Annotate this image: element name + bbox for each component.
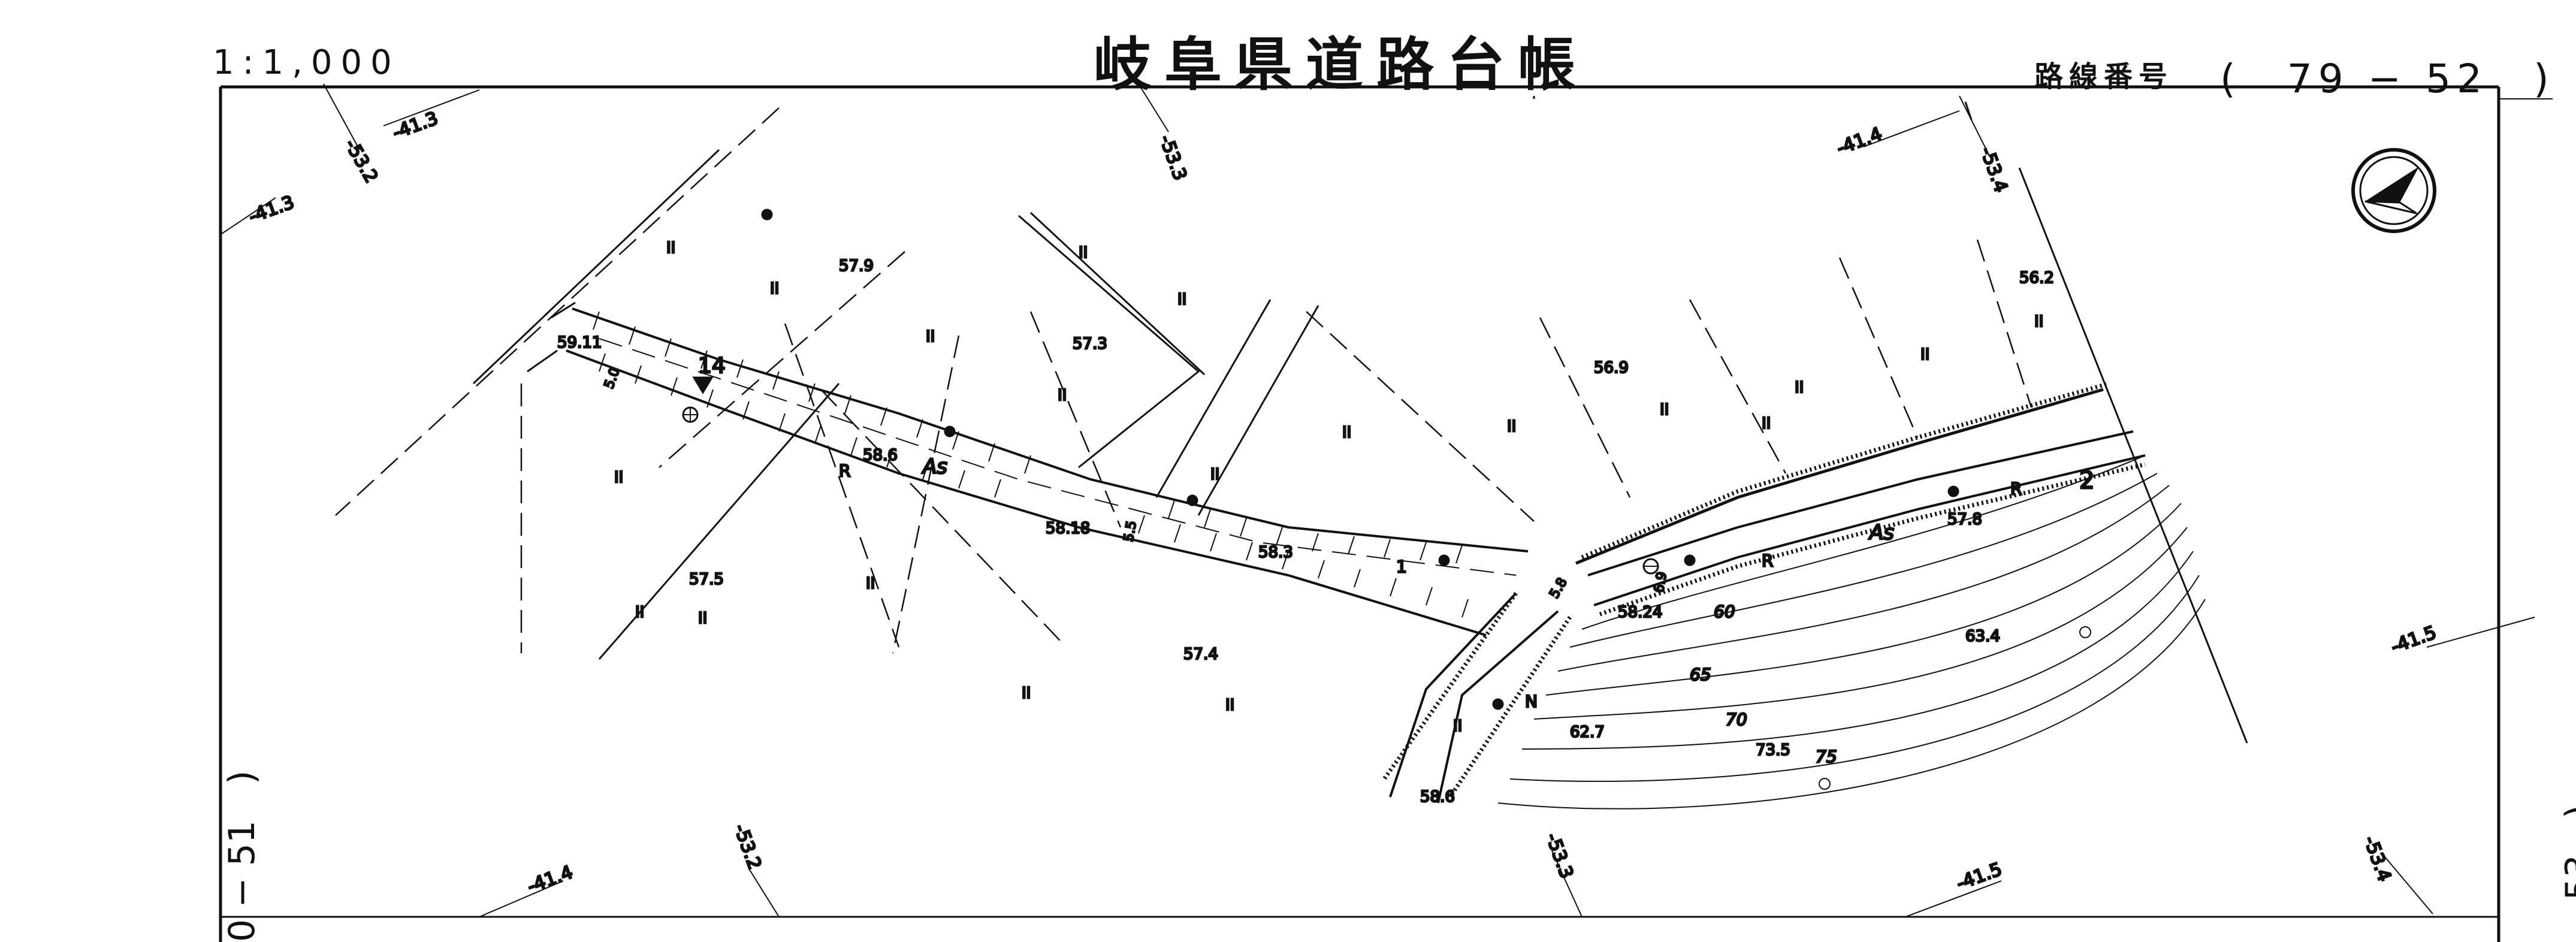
road-label: 2 xyxy=(2079,467,2094,494)
utility-pole-icon xyxy=(1819,778,1831,790)
land-mark: II xyxy=(1507,418,1516,436)
point-marker-icon xyxy=(944,425,956,437)
contour-lines xyxy=(1497,455,2206,810)
benchmark-icon xyxy=(692,376,714,394)
contour-label: 70 xyxy=(1726,709,1747,729)
slope-hatching xyxy=(593,311,1469,618)
land-mark: II xyxy=(1210,466,1219,484)
grid-ticks xyxy=(221,83,2535,917)
land-mark: II xyxy=(770,280,779,298)
road-label: R xyxy=(1762,551,1773,570)
land-mark: II xyxy=(1079,244,1088,262)
elevation-label: 58.6 xyxy=(1420,788,1455,806)
grid-label: -53.2 xyxy=(340,136,382,187)
grid-label: -53.2 xyxy=(729,822,765,872)
contour-label: 60 xyxy=(1714,602,1735,621)
map-scale: 1:1,000 xyxy=(213,43,400,82)
land-mark: II xyxy=(1058,387,1067,404)
land-mark: II xyxy=(1453,717,1462,735)
point-marker-icon xyxy=(761,209,773,221)
grid-labels: -41.3 -53.2 -41.3 -53.3 -41.4 -53.4 -41.… xyxy=(245,107,2440,898)
elevation-label: 57.4 xyxy=(1183,645,1218,663)
land-mark: II xyxy=(2034,313,2043,331)
land-mark: II xyxy=(926,328,935,346)
grid-label: -41.3 xyxy=(246,192,297,227)
road-label: R xyxy=(839,461,850,481)
land-mark: II xyxy=(1225,696,1234,714)
grid-label: -53.3 xyxy=(1541,831,1577,881)
land-mark: II xyxy=(698,609,707,627)
road-width: 6.9 xyxy=(1651,570,1670,594)
land-mark: II xyxy=(1660,401,1669,419)
grid-label: -41.4 xyxy=(1834,123,1885,159)
elevation-label: 56.9 xyxy=(1594,359,1629,377)
point-marker-icon xyxy=(1947,485,1959,497)
elevation-label: 57.9 xyxy=(839,257,874,275)
contour-label: 65 xyxy=(1690,665,1711,684)
road-label: As xyxy=(1868,521,1894,545)
elevation-label: 57.3 xyxy=(1073,335,1107,353)
parcel-boundaries xyxy=(335,107,2033,654)
point-marker-icon xyxy=(1438,554,1450,566)
road-label: N xyxy=(1525,692,1538,711)
elevation-label: 62.7 xyxy=(1570,723,1605,741)
elevation-label: 57.5 xyxy=(689,570,724,588)
elevation-label: 58.6 xyxy=(863,446,898,464)
land-mark: II xyxy=(635,603,644,621)
land-mark: II xyxy=(866,575,875,593)
road-label: 14 xyxy=(698,354,726,378)
elevation-label: 58.3 xyxy=(1258,544,1293,561)
land-use-marks: II II II II II II II II II II II II II I… xyxy=(614,238,2045,736)
grid-label: -41.4 xyxy=(525,862,576,897)
grid-label: -41.5 xyxy=(2388,622,2439,657)
land-mark: II xyxy=(1342,424,1351,442)
elevation-label: 56.2 xyxy=(2019,269,2054,287)
point-marker-icon xyxy=(1186,494,1198,506)
route-number: ( 79 − 52 ) xyxy=(2220,56,2555,102)
grid-label: -53.4 xyxy=(2359,834,2394,884)
road-label: 1 xyxy=(1396,557,1407,576)
road-label: R xyxy=(2010,479,2022,499)
elevation-label: 59.11 xyxy=(557,334,602,352)
land-mark: II xyxy=(1022,684,1031,702)
road-width: 5.8 xyxy=(1547,575,1571,601)
map-symbols xyxy=(682,209,2091,790)
contour-label: 75 xyxy=(1816,747,1837,766)
elevation-points: 57.9 57.3 56.9 56.2 59.11 58.6 58.18 58.… xyxy=(557,256,2055,807)
elevation-label: 63.4 xyxy=(1965,627,2000,645)
road-label: As xyxy=(922,455,947,479)
elevation-label: 57.8 xyxy=(1947,511,1982,529)
elevation-label: 58.18 xyxy=(1046,520,1090,538)
land-mark: II xyxy=(1177,291,1186,309)
contour-labels: 60 65 70 75 xyxy=(1689,601,1838,768)
utility-pole-icon xyxy=(2079,626,2091,638)
land-mark: II xyxy=(1920,346,1929,364)
land-mark: II xyxy=(614,469,623,487)
sheet-frame xyxy=(219,85,2553,942)
point-marker-icon xyxy=(1684,554,1696,566)
road-main xyxy=(527,301,2146,804)
grid-label: -53.3 xyxy=(1155,132,1190,183)
grid-label: -53.4 xyxy=(1976,144,2011,195)
north-arrow-icon xyxy=(2351,148,2436,233)
land-mark: II xyxy=(1795,379,1804,397)
elevation-label: 73.5 xyxy=(1756,741,1790,759)
land-mark: II xyxy=(666,239,675,257)
elevation-label: 58.24 xyxy=(1618,603,1662,621)
point-marker-icon xyxy=(1492,698,1504,710)
land-mark: II xyxy=(1762,415,1771,433)
parcel-lines xyxy=(472,96,2248,744)
